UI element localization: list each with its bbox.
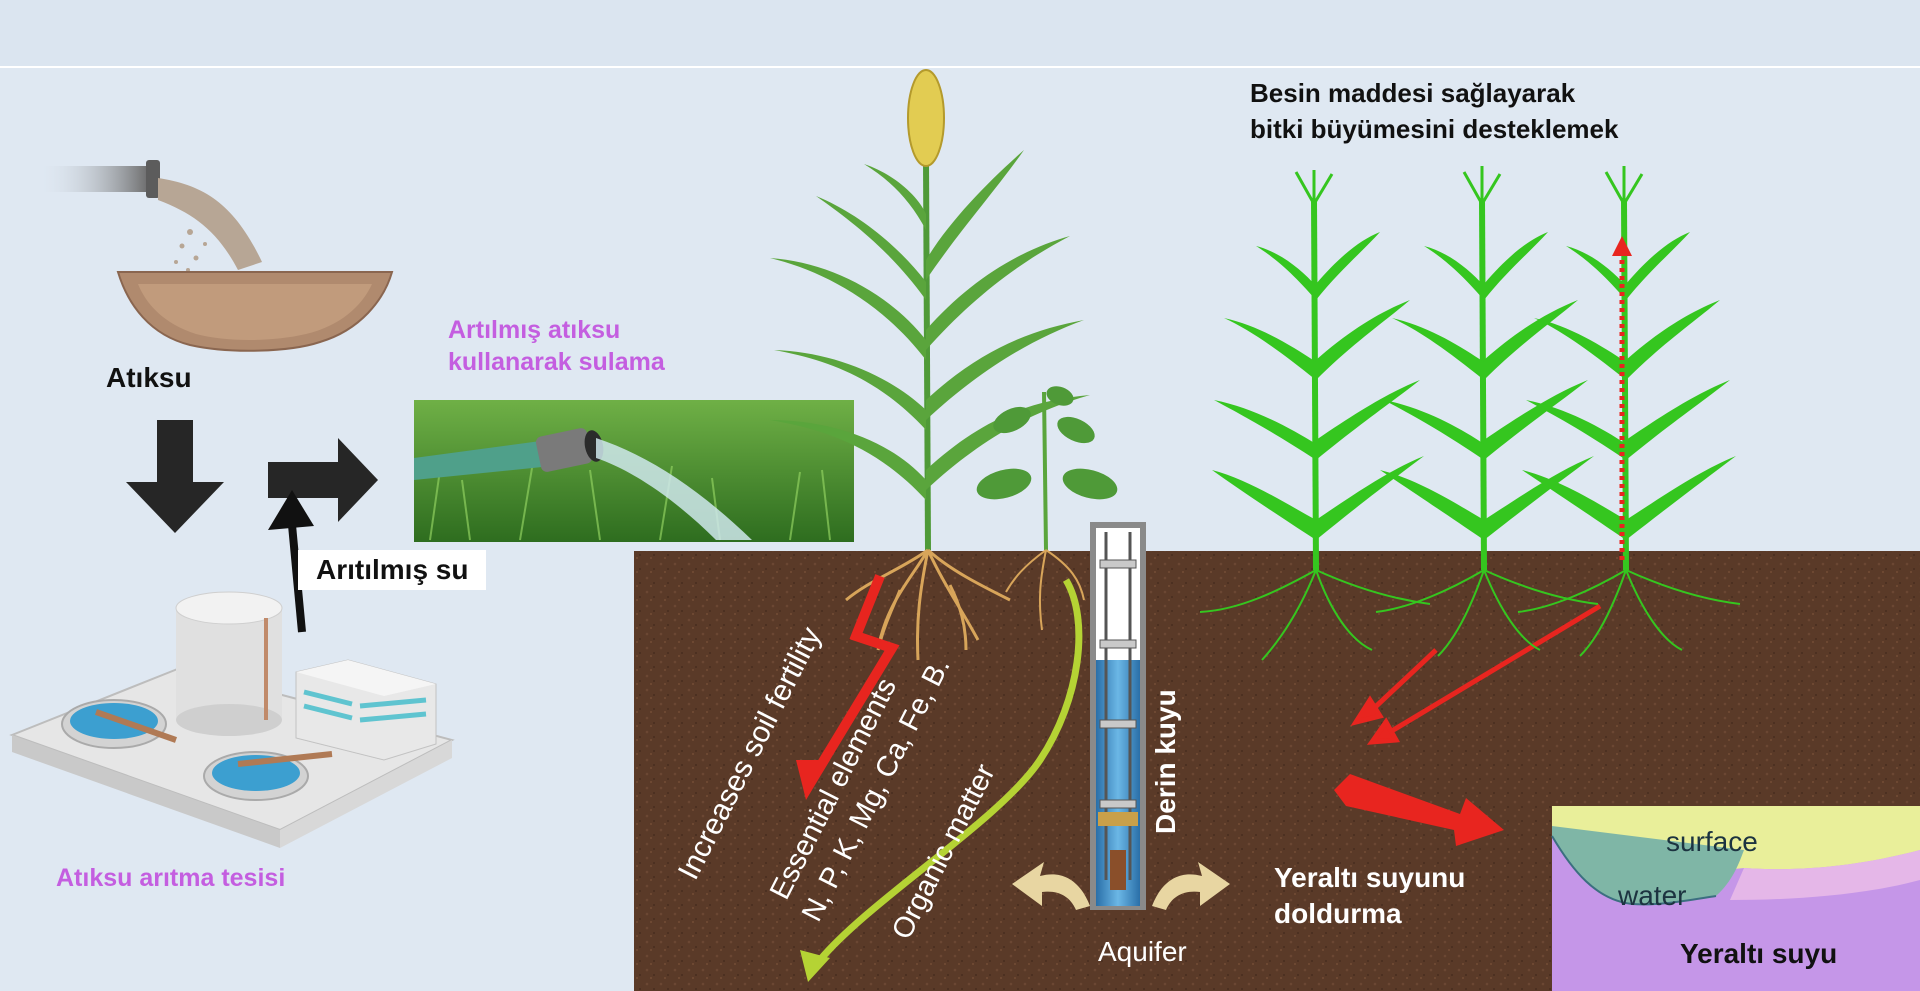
- soil-fertility-arrow-icon: [796, 574, 900, 800]
- right-arrow-icon: [268, 438, 378, 522]
- corn-plant-3-icon: [1517, 166, 1741, 657]
- sorghum-plant-icon: [770, 69, 1090, 661]
- seedling-plant-icon: [976, 386, 1118, 631]
- top-band: [0, 0, 1920, 68]
- corn-plant-1-icon: [1199, 170, 1431, 661]
- aquifer-label: Aquifer: [1098, 936, 1187, 967]
- wastewater-basin-icon: [116, 271, 394, 352]
- irrigation-photo: [414, 400, 854, 542]
- support-growth-label-line1: Besin maddesi sağlayarak: [1250, 78, 1576, 108]
- wastewater-label: Atıksu: [106, 362, 192, 393]
- support-growth-label-line2: bitki büyümesini desteklemek: [1250, 114, 1619, 144]
- groundwater-label: Yeraltı suyu: [1680, 938, 1838, 969]
- down-arrow-icon: [126, 420, 224, 533]
- treated-water-label: Arıtılmış su: [298, 550, 487, 590]
- irrigation-label-line1: Artılmış atıksu kullanarak sulama: [448, 314, 748, 378]
- irrigation-label: Artılmış atıksu kullanarak sulama: [448, 316, 665, 376]
- organic-matter-arrow-icon: [800, 578, 1083, 982]
- recharge-label-line1: Yeraltı suyunu: [1274, 862, 1466, 893]
- surface-water-label-line2: water: [1618, 880, 1687, 911]
- recharge-arrow-icon: [1334, 774, 1504, 846]
- aquifer-flow-arrows-icon: [1012, 862, 1230, 910]
- nutrient-uptake-arrows-icon: [1350, 603, 1602, 745]
- surface-water-label-line1: surface: [1666, 826, 1758, 857]
- up-arrow-icon: [268, 490, 314, 633]
- deep-well-icon: [1090, 522, 1146, 910]
- corn-plant-2-icon: [1375, 166, 1599, 657]
- recharge-label-line2: doldurma: [1274, 898, 1402, 929]
- treatment-plant-label: Atıksu arıtma tesisi: [56, 864, 286, 892]
- wastewater-pipe-icon: [38, 160, 262, 272]
- treatment-plant-icon: [9, 591, 455, 848]
- deep-well-label: Derin kuyu: [1150, 689, 1181, 834]
- groundwater-inset: [1551, 806, 1920, 991]
